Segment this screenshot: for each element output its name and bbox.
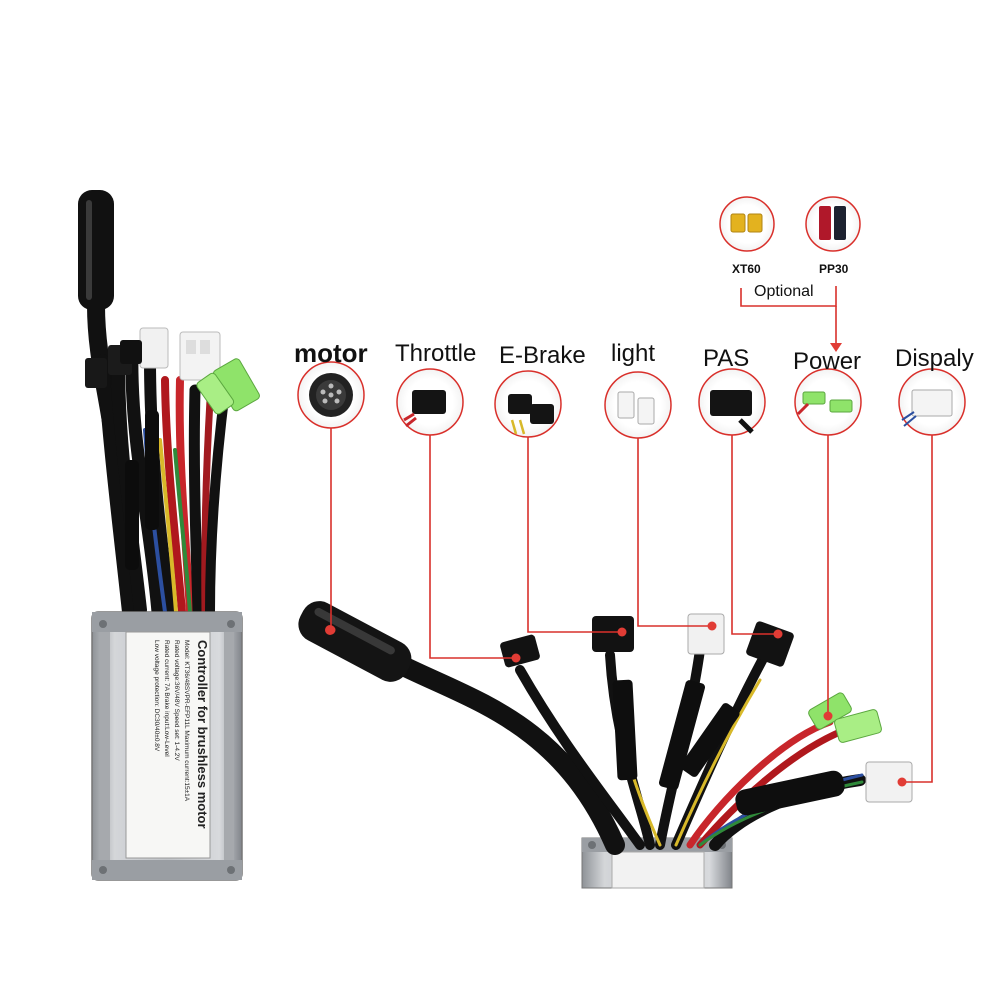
light-connector (687, 613, 725, 655)
circle-motor (297, 361, 365, 429)
label-power: Power (793, 348, 862, 375)
circle-light (604, 371, 672, 439)
connector-white-small (139, 327, 169, 369)
sticker-line-2: Rated voltage:36V/48V Speed set: 1-4.2V (173, 640, 180, 761)
label-light: light (611, 340, 656, 367)
controller-left (78, 190, 260, 881)
label-ebrake: E-Brake (499, 342, 586, 369)
label-pas: PAS (703, 345, 750, 372)
label-xt60: XT60 (732, 262, 761, 276)
label-throttle: Throttle (395, 340, 477, 367)
circle-pas (698, 368, 766, 436)
controller-sticker-text: Controller for brushless motor Model: KT… (130, 640, 210, 850)
controller-label-sticker (125, 631, 211, 859)
sticker-title: Controller for brushless motor (195, 640, 210, 829)
power-connector-2 (834, 709, 882, 743)
pas-connector (746, 621, 794, 667)
label-display: Dispaly (895, 345, 974, 372)
circle-ebrake (494, 370, 562, 438)
label-pp30: PP30 (819, 262, 849, 276)
circle-pp30 (805, 196, 861, 252)
circle-throttle (396, 368, 464, 436)
motor-plug-left (78, 190, 114, 310)
label-motor: motor (294, 338, 368, 368)
circle-display (898, 368, 966, 436)
motor-plug-right (298, 601, 412, 682)
ebrake-connector (592, 616, 634, 652)
circle-power (794, 368, 862, 436)
label-optional: Optional (752, 283, 816, 301)
sticker-line-1: Model: KT36/48SVPR-EFP11L Maximum curren… (183, 640, 190, 802)
sticker-line-3: Rated current: 7A Brake input:Low-Level (163, 640, 170, 757)
callout-lines (330, 286, 933, 783)
sticker-line-4: Low voltage protection: DC30/40±0.8V (153, 640, 160, 752)
callout-dots (326, 343, 907, 787)
throttle-connector (500, 634, 540, 668)
circle-xt60 (719, 196, 775, 252)
connector-circles (297, 361, 966, 439)
